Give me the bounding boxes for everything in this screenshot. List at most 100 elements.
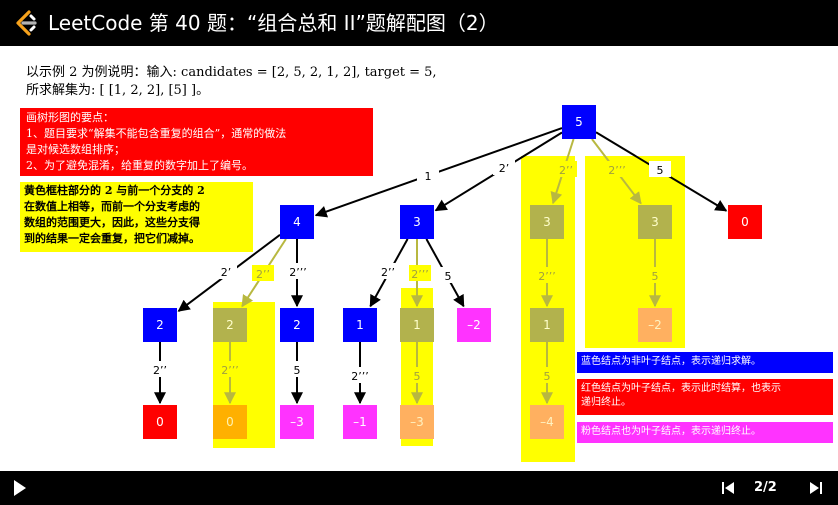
note-line: 1、题目要求“解集不能包含重复的组合”，通常的做法: [26, 127, 287, 140]
note-line: 到的结果一定会重复，把它们减掉。: [24, 232, 200, 245]
slide-canvas: 以示例 2 为例说明：输入: candidates = [2, 5, 2, 1,…: [0, 46, 838, 471]
tree-node-box: [400, 308, 434, 342]
note-line: 2、为了避免混淆，给重复的数字加上了编号。: [26, 159, 253, 172]
edge-label-background: [287, 263, 309, 279]
tree-node-value: –3: [290, 415, 304, 429]
tree-node-value: 2: [156, 318, 164, 332]
edge-label: 5: [414, 370, 421, 383]
edge-label: 2’’: [381, 266, 395, 279]
tree-node-box: [343, 405, 377, 439]
legend-blue: 蓝色结点为非叶子结点，表示递归求解。: [577, 352, 833, 373]
example-line-1: 以示例 2 为例说明：输入: candidates = [2, 5, 2, 1,…: [26, 65, 437, 80]
legend-red: 红色结点为叶子结点，表示此时结算，也表示 递归终止。: [577, 379, 833, 415]
tree-node-b3: –2: [457, 308, 491, 342]
edge-label: 2’’: [559, 164, 573, 177]
tree-node-box: [280, 308, 314, 342]
page-title: LeetCode 第 40 题：“组合总和 II”题解配图（2）: [48, 11, 499, 35]
tree-node-box: [530, 405, 564, 439]
tree-node-a: 4: [280, 205, 314, 239]
edge-label-background: [437, 267, 459, 283]
tree-node-a1: 2: [143, 308, 177, 342]
tree-node-c1a: –4: [530, 405, 564, 439]
tree-node-box: [638, 308, 672, 342]
tree-node-d: 3: [638, 205, 672, 239]
edge-label: 2’’’: [538, 270, 556, 283]
tree-node-value: 0: [741, 215, 749, 229]
note-line: 是对候选数组排序；: [26, 143, 125, 156]
edge-label-background: [349, 367, 371, 383]
tree-node-box: [530, 308, 564, 342]
edge-label: 2’’’: [411, 268, 429, 281]
tree-node-box: [280, 205, 314, 239]
tree-node-value: –3: [410, 415, 424, 429]
tree-node-box: [457, 308, 491, 342]
edge-label: 2’’’: [351, 370, 369, 383]
tree-node-box: [400, 205, 434, 239]
edge-label: 5: [294, 364, 301, 377]
tree-node-value: 1: [413, 318, 421, 332]
tree-node-value: 0: [226, 415, 234, 429]
previous-slide-icon[interactable]: [722, 480, 736, 496]
edge-label: 2’’’: [608, 164, 626, 177]
edge-label-background: [555, 161, 577, 177]
note-line: 黄色框柱部分的 2 与前一个分支的 2: [24, 184, 205, 197]
tree-node-value: 2: [293, 318, 301, 332]
next-slide-icon[interactable]: [810, 480, 824, 496]
tree-node-value: 0: [156, 415, 164, 429]
tree-node-b1: 1: [343, 308, 377, 342]
tree-node-a1a: 0: [143, 405, 177, 439]
note-line: 数组的范围更大，因此，这些分支得: [24, 216, 200, 229]
tree-node-box: [530, 205, 564, 239]
tree-node-c1: 1: [530, 308, 564, 342]
edge-label-background: [219, 361, 241, 377]
example-line-2: 所求解集为: [ [1, 2, 2], [5] ]。: [26, 83, 210, 98]
edge-label-background: [493, 159, 515, 175]
tree-node-value: 3: [543, 215, 551, 229]
edge-label-background: [417, 167, 439, 183]
tree-node-box: [213, 308, 247, 342]
example-description: 以示例 2 为例说明：输入: candidates = [2, 5, 2, 1,…: [26, 64, 437, 100]
tree-node-value: –4: [540, 415, 554, 429]
note-line: 画树形图的要点：: [26, 111, 114, 124]
play-icon[interactable]: [14, 480, 26, 496]
tree-node-box: [143, 308, 177, 342]
legend-red-line: 递归终止。: [581, 397, 631, 408]
edge-label-background: [215, 263, 237, 279]
edge-label: 2’: [221, 266, 232, 279]
tree-node-box: [343, 308, 377, 342]
edge-label-background: [409, 265, 431, 281]
tree-node-value: –1: [353, 415, 367, 429]
note-line: 在数值上相等，而前一个分支考虑的: [24, 200, 200, 213]
tree-node-e: 0: [728, 205, 762, 239]
edge-label: 1: [425, 170, 432, 183]
tree-node-b2: 1: [400, 308, 434, 342]
edge-label-background: [377, 263, 399, 279]
edge-label-background: [606, 161, 628, 177]
tree-node-value: 4: [293, 215, 301, 229]
tree-node-b1a: –1: [343, 405, 377, 439]
tree-node-value: –2: [467, 318, 481, 332]
edge-label-background: [536, 267, 558, 283]
legend-red-line: 红色结点为叶子结点，表示此时结算，也表示: [581, 383, 781, 394]
edge-label: 2’’: [153, 364, 167, 377]
pruning-note: 黄色框柱部分的 2 与前一个分支的 2 在数值上相等，而前一个分支考虑的 数组的…: [20, 182, 253, 252]
edge-label: 2’’’: [221, 364, 239, 377]
edge-label-background: [252, 265, 274, 281]
edge-label-background: [536, 367, 558, 383]
tree-node-value: –2: [648, 318, 662, 332]
tree-node-b2a: –3: [400, 405, 434, 439]
tree-node-root: 5: [562, 105, 596, 139]
legend-pink: 粉色结点也为叶子结点，表示递归终止。: [577, 422, 833, 443]
player-controls: 2/2: [0, 471, 838, 505]
edge-label: 2’’: [256, 268, 270, 281]
tree-node-a3a: –3: [280, 405, 314, 439]
tree-node-box: [728, 205, 762, 239]
tree-node-c: 3: [530, 205, 564, 239]
tree-node-value: 5: [575, 115, 583, 129]
tree-node-value: 3: [413, 215, 421, 229]
tree-node-value: 3: [651, 215, 659, 229]
tree-node-box: [143, 405, 177, 439]
tree-node-box: [400, 405, 434, 439]
tree-node-box: [562, 105, 596, 139]
